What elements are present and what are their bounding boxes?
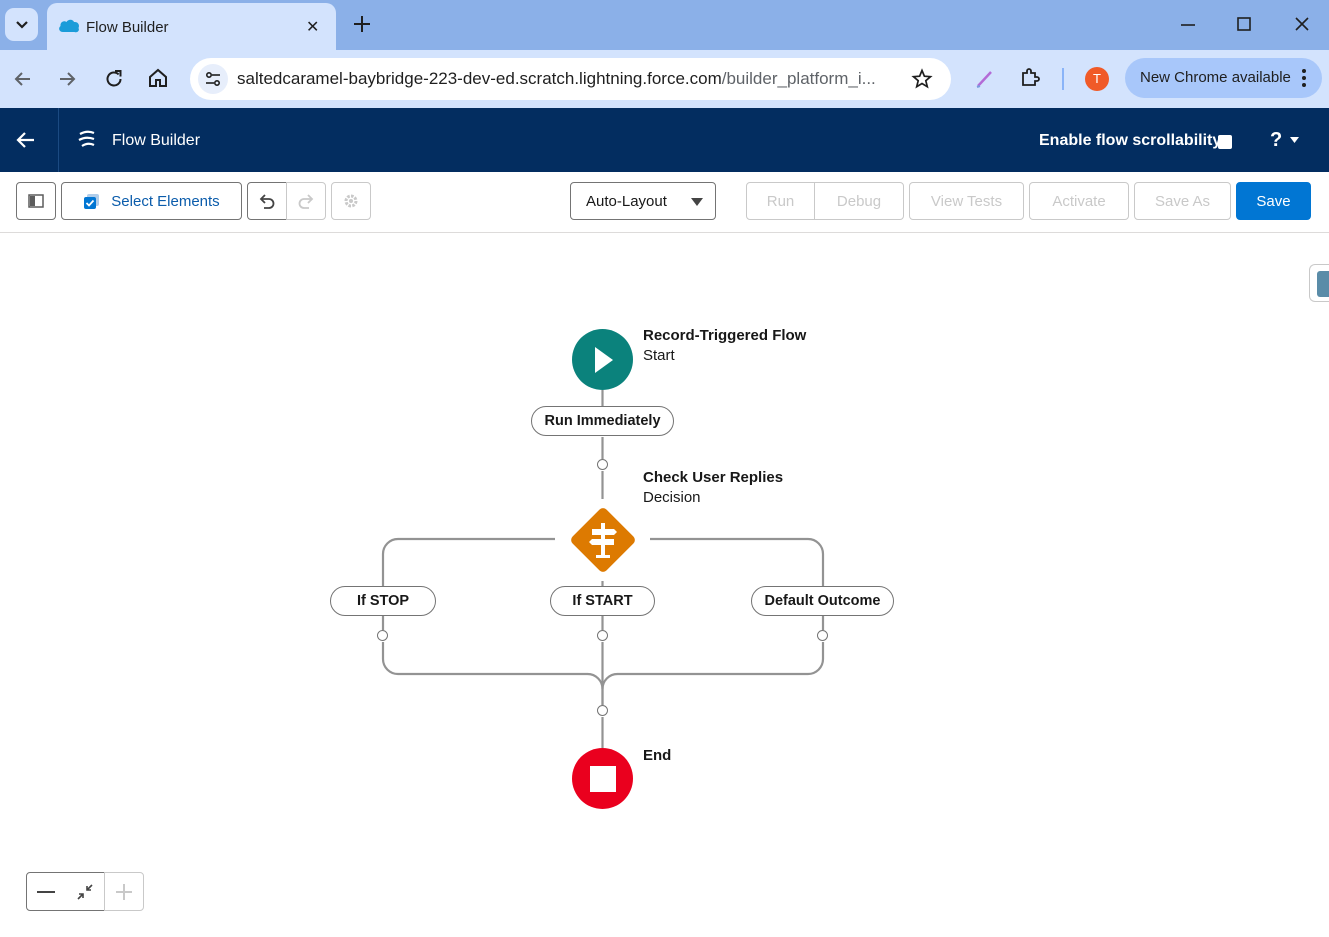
save-as-button[interactable]: Save As	[1134, 182, 1231, 220]
tab-title: Flow Builder	[86, 19, 169, 36]
checkbox-select-icon	[84, 193, 100, 209]
new-tab-icon[interactable]	[350, 12, 374, 36]
browser-toolbar: saltedcaramel-baybridge-223-dev-ed.scrat…	[0, 50, 1329, 108]
start-node-subtitle: Start	[643, 347, 675, 364]
scrollability-checkbox[interactable]	[1218, 135, 1232, 149]
scrollability-label: Enable flow scrollability	[1039, 132, 1222, 149]
decision-node-title: Check User Replies	[643, 469, 784, 486]
window-close-icon[interactable]	[1294, 16, 1310, 32]
outcome-if-stop[interactable]: If STOP	[330, 586, 436, 616]
undo-icon	[259, 194, 275, 209]
pen-extension-icon[interactable]	[975, 69, 995, 89]
help-button[interactable]: ?	[1270, 129, 1283, 151]
reload-icon[interactable]	[103, 68, 125, 90]
path-label-run-immediately[interactable]: Run Immediately	[531, 406, 674, 436]
caret-down-icon[interactable]	[1290, 137, 1299, 143]
side-panel-tab	[1317, 271, 1329, 297]
redo-icon	[298, 194, 314, 209]
url-path: /builder_platform_i...	[721, 69, 876, 88]
gear-icon	[344, 194, 358, 208]
flow-builder-header: Flow Builder Enable flow scrollability ?	[0, 108, 1329, 172]
start-node[interactable]	[572, 329, 633, 390]
more-vert-icon	[1302, 69, 1306, 87]
flow-connector-lines	[381, 390, 825, 748]
toggle-panel-button[interactable]	[16, 182, 56, 220]
browser-tab-bar: Flow Builder ✕	[0, 0, 1329, 50]
window-maximize-icon[interactable]	[1236, 16, 1252, 32]
chrome-update-button[interactable]: New Chrome available	[1125, 58, 1322, 98]
window-minimize-icon[interactable]	[1178, 12, 1198, 32]
end-node[interactable]	[572, 748, 633, 809]
toolbar-separator	[1062, 68, 1064, 90]
view-tests-button[interactable]: View Tests	[909, 182, 1024, 220]
caret-down-icon	[691, 198, 703, 206]
header-divider	[58, 108, 59, 172]
undo-button[interactable]	[247, 182, 287, 220]
back-arrow-icon[interactable]	[13, 69, 33, 89]
layout-select[interactable]: Auto-Layout	[570, 182, 716, 220]
flow-logo-icon	[78, 130, 95, 147]
decision-signpost-icon	[571, 508, 635, 572]
contract-icon	[76, 883, 93, 900]
play-icon	[594, 346, 613, 373]
add-element-connector[interactable]	[597, 705, 608, 716]
debug-button[interactable]: Debug	[814, 182, 904, 220]
builder-toolbar: Select Elements Auto-Layout Run Debug Vi…	[0, 172, 1329, 233]
flow-canvas[interactable]: Record-Triggered Flow Start Run Immediat…	[0, 233, 1329, 937]
app-title: Flow Builder	[112, 132, 201, 149]
decision-node-subtitle: Decision	[643, 489, 701, 506]
tab-close-icon[interactable]: ✕	[306, 19, 320, 36]
add-element-connector[interactable]	[817, 630, 828, 641]
save-button[interactable]: Save	[1236, 182, 1311, 220]
tune-icon	[205, 71, 221, 87]
outcome-if-start[interactable]: If START	[550, 586, 655, 616]
stop-icon	[589, 765, 616, 792]
extensions-puzzle-icon[interactable]	[1019, 67, 1041, 89]
forward-arrow-icon[interactable]	[57, 69, 77, 89]
browser-tab-active[interactable]: Flow Builder ✕	[47, 3, 336, 50]
back-arrow-icon[interactable]	[16, 130, 36, 150]
site-info-button[interactable]	[198, 64, 228, 94]
layout-value: Auto-Layout	[586, 192, 667, 210]
bookmark-star-icon[interactable]	[911, 68, 933, 90]
end-node-title: End	[643, 747, 672, 764]
redo-button[interactable]	[286, 182, 326, 220]
chevron-down-icon	[15, 20, 28, 29]
add-element-connector[interactable]	[597, 459, 608, 470]
profile-avatar[interactable]: T	[1085, 67, 1109, 91]
side-panel-toggle[interactable]	[1309, 264, 1329, 302]
plus-icon	[116, 883, 132, 900]
home-icon[interactable]	[147, 67, 169, 89]
select-elements-label: Select Elements	[111, 192, 220, 210]
url-text[interactable]: saltedcaramel-baybridge-223-dev-ed.scrat…	[237, 69, 902, 89]
fit-to-view-button[interactable]	[65, 872, 105, 911]
select-elements-button[interactable]: Select Elements	[61, 182, 242, 220]
add-element-connector[interactable]	[377, 630, 388, 641]
activate-button[interactable]: Activate	[1029, 182, 1129, 220]
outcome-default[interactable]: Default Outcome	[751, 586, 894, 616]
add-element-connector[interactable]	[597, 630, 608, 641]
tab-search-button[interactable]	[5, 8, 38, 41]
flow-settings-button[interactable]	[331, 182, 371, 220]
salesforce-cloud-icon	[59, 19, 79, 33]
update-label: New Chrome available	[1140, 69, 1291, 86]
run-button[interactable]: Run	[746, 182, 815, 220]
panel-left-icon	[28, 194, 44, 208]
zoom-in-button[interactable]	[104, 872, 144, 911]
decision-node[interactable]	[562, 499, 644, 581]
url-host: saltedcaramel-baybridge-223-dev-ed.scrat…	[237, 69, 722, 88]
start-node-title: Record-Triggered Flow	[643, 327, 807, 344]
address-bar[interactable]: saltedcaramel-baybridge-223-dev-ed.scrat…	[190, 58, 951, 100]
zoom-out-button[interactable]	[26, 872, 66, 911]
minus-icon	[37, 890, 55, 893]
